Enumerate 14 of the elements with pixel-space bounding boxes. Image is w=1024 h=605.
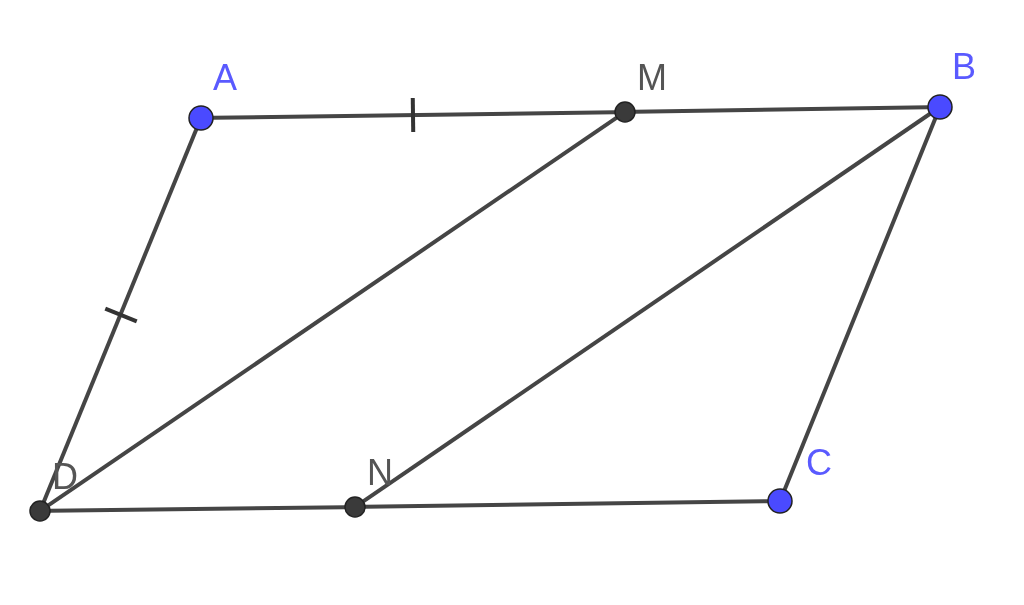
point-label: N	[367, 455, 393, 491]
point-label: C	[806, 445, 832, 481]
line-segment	[362, 112, 932, 503]
line-segment	[212, 110, 616, 120]
point-label: D	[52, 459, 78, 495]
point-label: M	[637, 60, 667, 96]
line-segment	[49, 505, 346, 513]
line-segment	[47, 115, 618, 508]
point-label: A	[213, 60, 237, 96]
point-label: B	[952, 49, 976, 85]
line-segment	[41, 128, 199, 503]
line-segment	[634, 105, 929, 114]
line-segment	[782, 117, 938, 491]
line-segment	[364, 499, 769, 509]
